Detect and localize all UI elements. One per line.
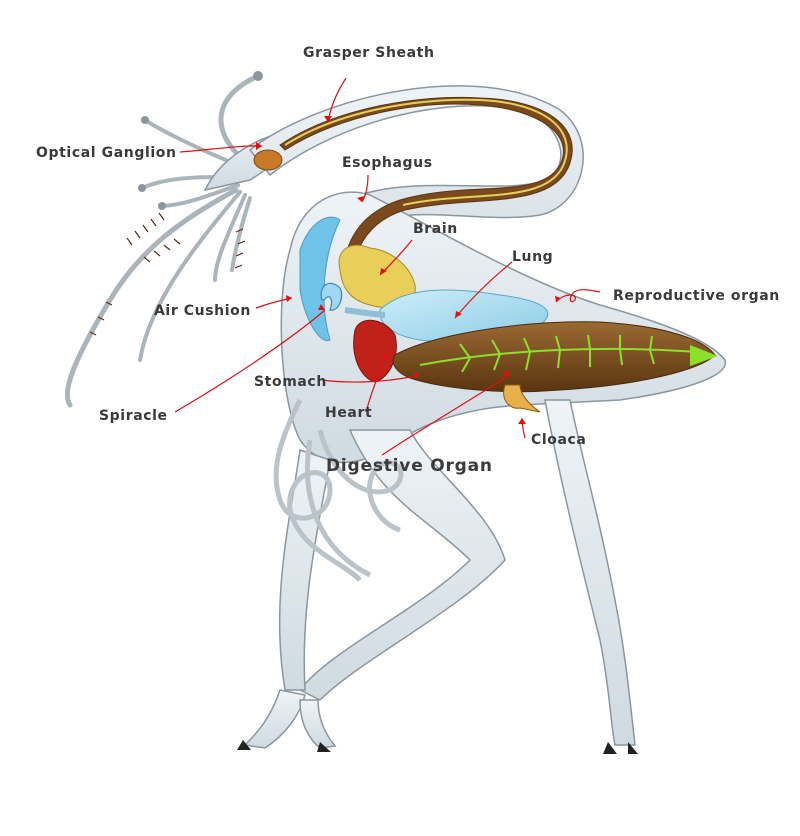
label-spiracle: Spiracle (99, 408, 168, 424)
label-brain: Brain (413, 221, 458, 237)
grasper-tentacles (64, 73, 261, 408)
legs (243, 399, 636, 749)
label-heart: Heart (325, 405, 373, 421)
esophagus (279, 96, 573, 286)
digestive-nerves (419, 334, 701, 373)
air-cushion (299, 216, 341, 342)
nerve-cord (284, 98, 568, 206)
tentacle-tips (138, 71, 263, 210)
trachea (344, 307, 386, 318)
heart (353, 320, 397, 383)
label-cloaca: Cloaca (531, 432, 587, 448)
label-optical-ganglion: Optical Ganglion (36, 145, 177, 161)
label-stomach: Stomach (254, 374, 327, 390)
label-air-cushion: Air Cushion (154, 303, 251, 319)
digestive-tip (690, 345, 718, 366)
cloaca (503, 384, 541, 413)
label-lung: Lung (512, 249, 554, 265)
label-grasper-sheath: Grasper Sheath (303, 45, 435, 61)
leader-lines (174, 77, 601, 456)
label-esophagus: Esophagus (342, 155, 433, 171)
label-digestive-organ: Digestive Organ (326, 456, 493, 476)
brain (338, 244, 416, 309)
label-reproductive-organ: Reproductive organ (613, 288, 780, 304)
coiled-appendages (273, 398, 404, 582)
spiracle (320, 282, 343, 311)
tentacle-bristles (89, 212, 246, 336)
optical-ganglion (253, 149, 283, 171)
hooves (237, 740, 638, 754)
leader-arrowheads (256, 116, 561, 424)
digestive-organ (392, 321, 716, 393)
